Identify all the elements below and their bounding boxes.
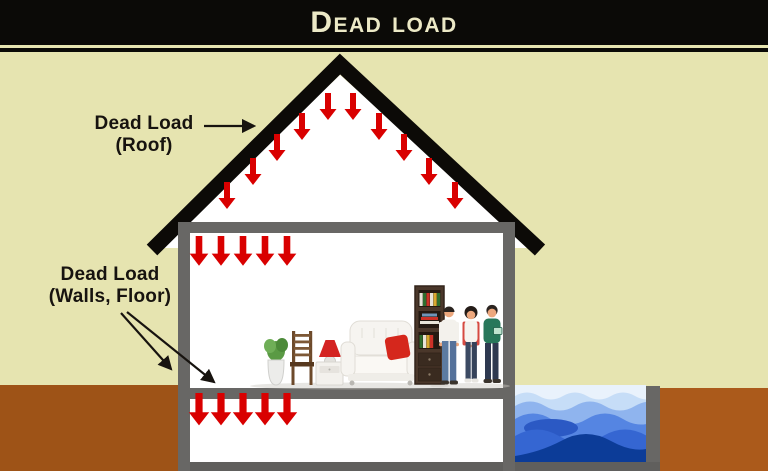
basement-interior xyxy=(190,399,503,462)
roof-load-label-line2: (Roof) xyxy=(115,135,173,156)
chair-icon xyxy=(290,331,314,385)
header-divider-cream xyxy=(0,45,768,48)
red-pillow-icon xyxy=(384,334,411,361)
walls-floor-load-label-line2: (Walls, Floor) xyxy=(48,286,172,307)
soil-left xyxy=(0,385,178,471)
foundation-slab xyxy=(178,462,660,471)
floor-slab xyxy=(178,388,515,399)
soil-right xyxy=(656,388,768,471)
table-lamp-icon xyxy=(315,340,344,386)
potted-plant-icon xyxy=(264,338,288,386)
foundation-right-strip xyxy=(646,386,660,471)
person-icon xyxy=(483,304,503,383)
roof xyxy=(146,53,546,256)
page-title: Dead Load xyxy=(310,6,458,39)
walls-floor-load-label: Dead Load (Walls, Floor) xyxy=(43,264,177,308)
gable-interior xyxy=(157,75,535,248)
walls-floor-load-label-line1: Dead Load xyxy=(60,264,160,285)
floor-pointer-arrow xyxy=(126,311,216,384)
right-wall xyxy=(503,222,515,471)
roof-load-label-line1: Dead Load xyxy=(94,113,194,134)
left-wall xyxy=(178,222,190,471)
header-divider-black xyxy=(0,48,768,52)
person-icon xyxy=(439,306,460,385)
callout-pointers xyxy=(120,118,257,384)
wall-pointer-arrow xyxy=(120,312,173,371)
sofa-icon xyxy=(340,320,422,386)
ceiling-beam xyxy=(178,222,515,233)
person-icon xyxy=(462,306,480,383)
title-bar: Dead Load xyxy=(0,0,768,45)
room-contents xyxy=(250,285,510,390)
floor-shadow xyxy=(430,383,510,389)
groundwater-waves xyxy=(515,385,646,462)
floor-shadow xyxy=(250,382,450,390)
roof-load-label: Dead Load (Roof) xyxy=(83,113,205,157)
